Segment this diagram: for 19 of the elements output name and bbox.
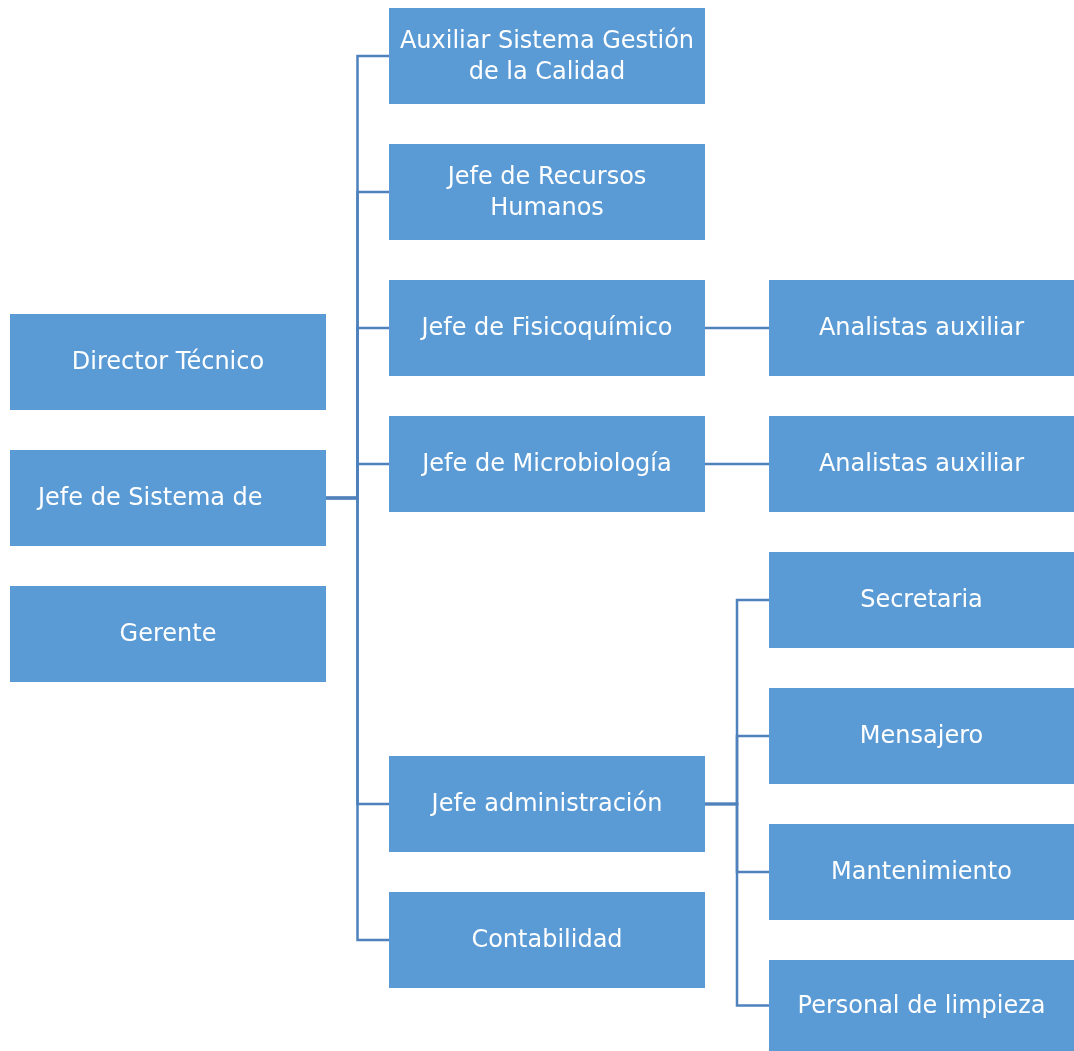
role-box: Mantenimiento — [769, 824, 1074, 920]
role-box: Analistas auxiliar — [769, 280, 1074, 376]
role-box: Mensajero — [769, 688, 1074, 784]
role-box: Analistas auxiliar — [769, 416, 1074, 512]
role-box: Jefe administración — [389, 756, 705, 852]
connector-line — [705, 326, 769, 330]
connector-line — [326, 496, 389, 942]
role-box: Jefe de Microbiología — [389, 416, 705, 512]
role-box: Contabilidad — [389, 892, 705, 988]
role-box: Gerente — [10, 586, 326, 682]
role-box: Personal de limpieza — [769, 960, 1074, 1051]
role-box: Secretaria — [769, 552, 1074, 648]
role-box: Jefe de Sistema de — [10, 450, 326, 546]
role-box: Director Técnico — [10, 314, 326, 410]
role-box: Auxiliar Sistema Gestión de la Calidad — [389, 8, 705, 104]
role-box: Jefe de Fisicoquímico — [389, 280, 705, 376]
role-box: Jefe de Recursos Humanos — [389, 144, 705, 240]
connector-line — [705, 462, 769, 466]
connector-line — [705, 802, 769, 1007]
